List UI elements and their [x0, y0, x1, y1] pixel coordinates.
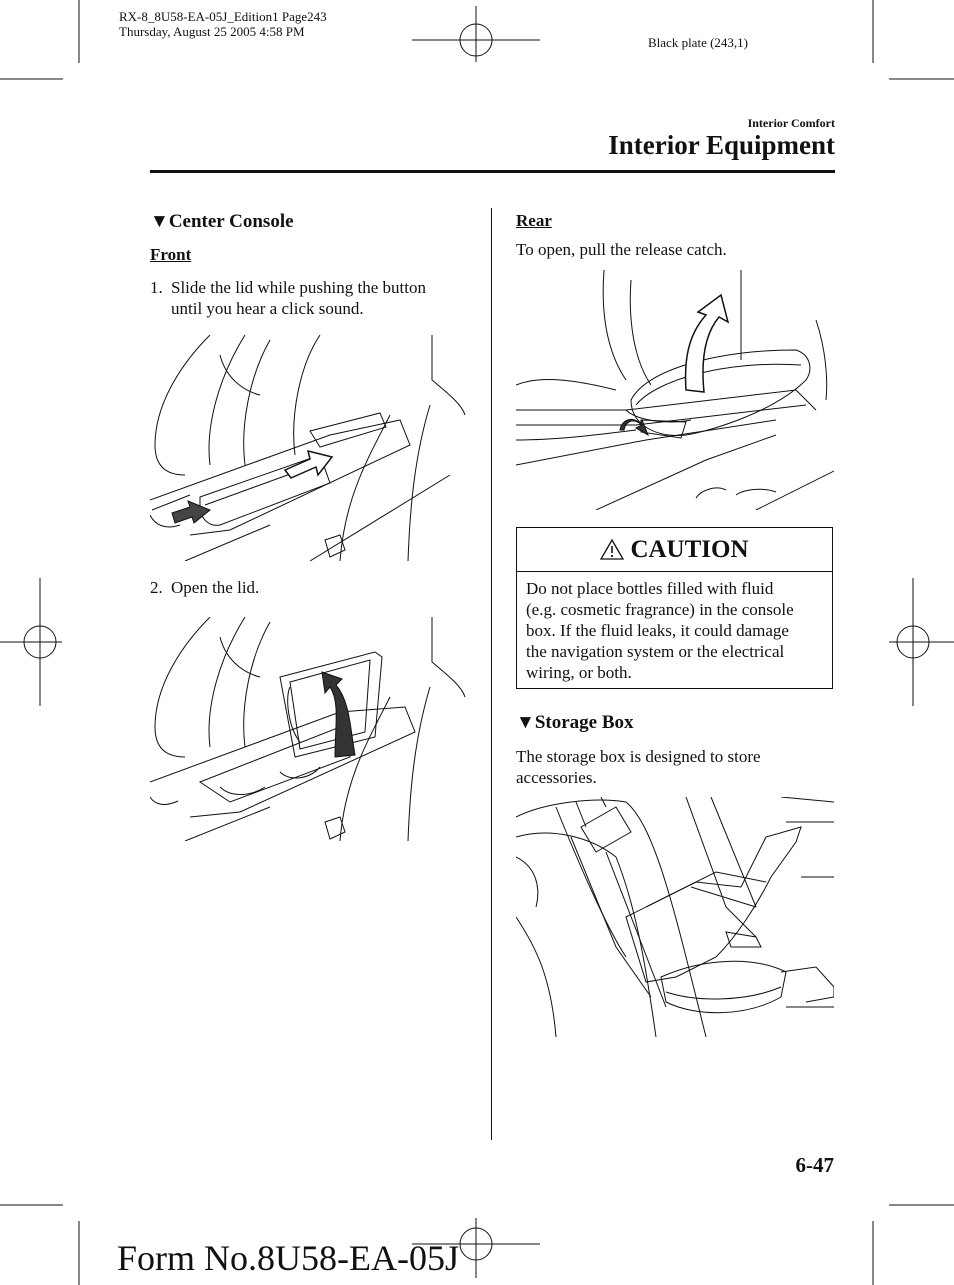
column-divider — [491, 208, 492, 1140]
triangle-marker-icon: ▼ — [516, 712, 535, 733]
page-title: Interior Equipment — [608, 130, 835, 160]
step-2: 2. Open the lid. — [150, 577, 470, 598]
warning-triangle-icon — [600, 539, 625, 560]
step-number: 1. — [150, 278, 163, 297]
step-number: 2. — [150, 578, 163, 597]
page-number: 6-47 — [795, 1153, 835, 1177]
rear-console-illustration — [516, 270, 834, 510]
date-line: Thursday, August 25 2005 4:58 PM — [119, 24, 305, 39]
storage-text: The storage box is designed to store acc… — [516, 746, 761, 788]
step-text-line: Slide the lid while pushing the button — [171, 278, 426, 297]
caution-header: CAUTION — [517, 528, 832, 572]
triangle-marker-icon: ▼ — [150, 211, 169, 232]
file-info: RX-8_8U58-EA-05J_Edition1 Page243 Thursd… — [119, 9, 327, 39]
caution-box: CAUTION Do not place bottles filled with… — [516, 527, 833, 689]
front-subheading: Front — [150, 245, 192, 264]
plate-label: Black plate (243,1) — [648, 35, 748, 50]
caution-line: wiring, or both. — [526, 663, 632, 682]
rear-subheading: Rear — [516, 211, 552, 230]
heading-text: Center Console — [168, 211, 294, 232]
caution-text: Do not place bottles filled with fluid (… — [517, 572, 832, 683]
file-line: RX-8_8U58-EA-05J_Edition1 Page243 — [119, 9, 327, 24]
caution-line: (e.g. cosmetic fragrance) in the console — [526, 600, 794, 619]
storage-box-illustration — [516, 797, 834, 1037]
form-number: Form No.8U58-EA-05J — [117, 1238, 459, 1278]
step-text: Open the lid. — [171, 578, 260, 597]
rear-text: To open, pull the release catch. — [516, 240, 727, 259]
caution-line: the navigation system or the electrical — [526, 642, 785, 661]
storage-box-heading: ▼Storage Box — [516, 712, 634, 734]
step-1: 1. Slide the lid while pushing the butto… — [150, 277, 470, 319]
caution-line: Do not place bottles filled with fluid — [526, 579, 774, 598]
step-text-line: until you hear a click sound. — [171, 299, 364, 318]
heading-text: Storage Box — [534, 712, 634, 733]
console-open-illustration — [150, 617, 468, 841]
caution-line: box. If the fluid leaks, it could damage — [526, 621, 789, 640]
caution-title: CAUTION — [630, 535, 749, 563]
console-slide-illustration — [150, 335, 468, 561]
center-console-heading: ▼Center Console — [150, 211, 294, 233]
header-rule — [150, 170, 835, 173]
storage-text-line: The storage box is designed to store — [516, 747, 761, 766]
section-category: Interior Comfort — [747, 116, 835, 130]
storage-text-line: accessories. — [516, 768, 597, 787]
